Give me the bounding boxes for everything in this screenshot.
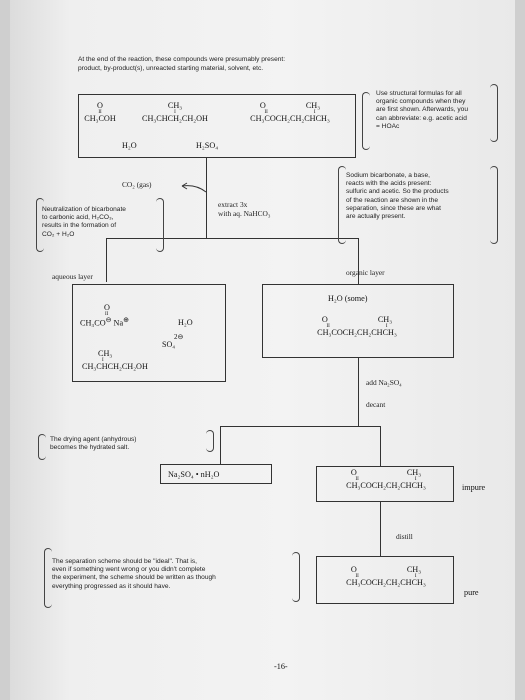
- aqueous-water: H₂O: [178, 318, 193, 327]
- drying-bracket-left: [38, 434, 46, 460]
- note-drying-agent: The drying agent (anhydrous)becomes the …: [50, 436, 137, 452]
- note-ideal-scheme: The separation scheme should be "ideal".…: [52, 558, 216, 590]
- impure-drop-line: [380, 426, 381, 466]
- ideal-bracket-right: [292, 552, 300, 602]
- flow-line-main: [206, 158, 207, 238]
- neutral-bracket-right: [156, 198, 164, 252]
- hydrate-box: [160, 464, 272, 484]
- co2-gas-label: CO₂ (gas): [122, 180, 152, 189]
- page-paper: At the end of the reaction, these compou…: [10, 0, 515, 700]
- intro-line-1: At the end of the reaction, these compou…: [78, 56, 286, 63]
- sulfuric-acid-formula: H₂SO₄: [196, 141, 219, 150]
- impure-product-box: [316, 466, 454, 502]
- starting-mixture-box: [78, 94, 356, 158]
- page-number: -16-: [274, 662, 288, 671]
- distill-drop-line: [380, 502, 381, 556]
- organic-layer-box: [262, 284, 454, 358]
- decant-split-line: [220, 426, 380, 427]
- hydrate-drop-line: [220, 426, 221, 464]
- note-bracket-left: [362, 92, 370, 150]
- sodium-acetate-formula: O II CH₃CO⊖ Na⊕: [80, 303, 129, 328]
- ideal-bracket-left: [44, 548, 52, 608]
- split-line: [106, 238, 358, 239]
- drying-bracket-right: [206, 430, 214, 452]
- pure-label: pure: [464, 588, 479, 597]
- intro-line-2: product, by-product(s), unreacted starti…: [78, 65, 264, 72]
- aqueous-layer-box: [72, 284, 226, 382]
- pure-product-box: [316, 556, 454, 604]
- hydrate-formula: Na₂SO₄ • nH₂O: [168, 470, 220, 479]
- distill-label: distill: [396, 532, 413, 541]
- water-formula: H₂O: [122, 141, 137, 150]
- note-bicarbonate: Sodium bicarbonate, a base,reacts with t…: [346, 172, 449, 221]
- aqueous-drop-line: [106, 238, 107, 282]
- aqueous-layer-label: aqueous layer: [52, 272, 93, 281]
- drying-drop-line: [358, 358, 359, 426]
- organic-layer-label: organic layer: [346, 268, 385, 277]
- neutral-bracket-left: [36, 198, 44, 252]
- impure-label: impure: [462, 483, 486, 492]
- bicarb-bracket-right: [490, 166, 498, 244]
- sulfate-formula: 2⊖ SO₄: [162, 333, 184, 349]
- co2-arrow: [181, 182, 207, 193]
- note-bracket-right: [490, 84, 498, 142]
- add-sodium-sulfate-label: add Na₂SO₄: [366, 378, 402, 387]
- decant-label: decant: [366, 400, 386, 409]
- organic-drop-line: [358, 238, 359, 284]
- organic-water: H₂O (some): [328, 294, 368, 303]
- bicarb-bracket-left: [338, 166, 346, 244]
- aqueous-alcohol-formula: CH₃ I CH₃CHCH₂CH₂OH: [82, 349, 148, 372]
